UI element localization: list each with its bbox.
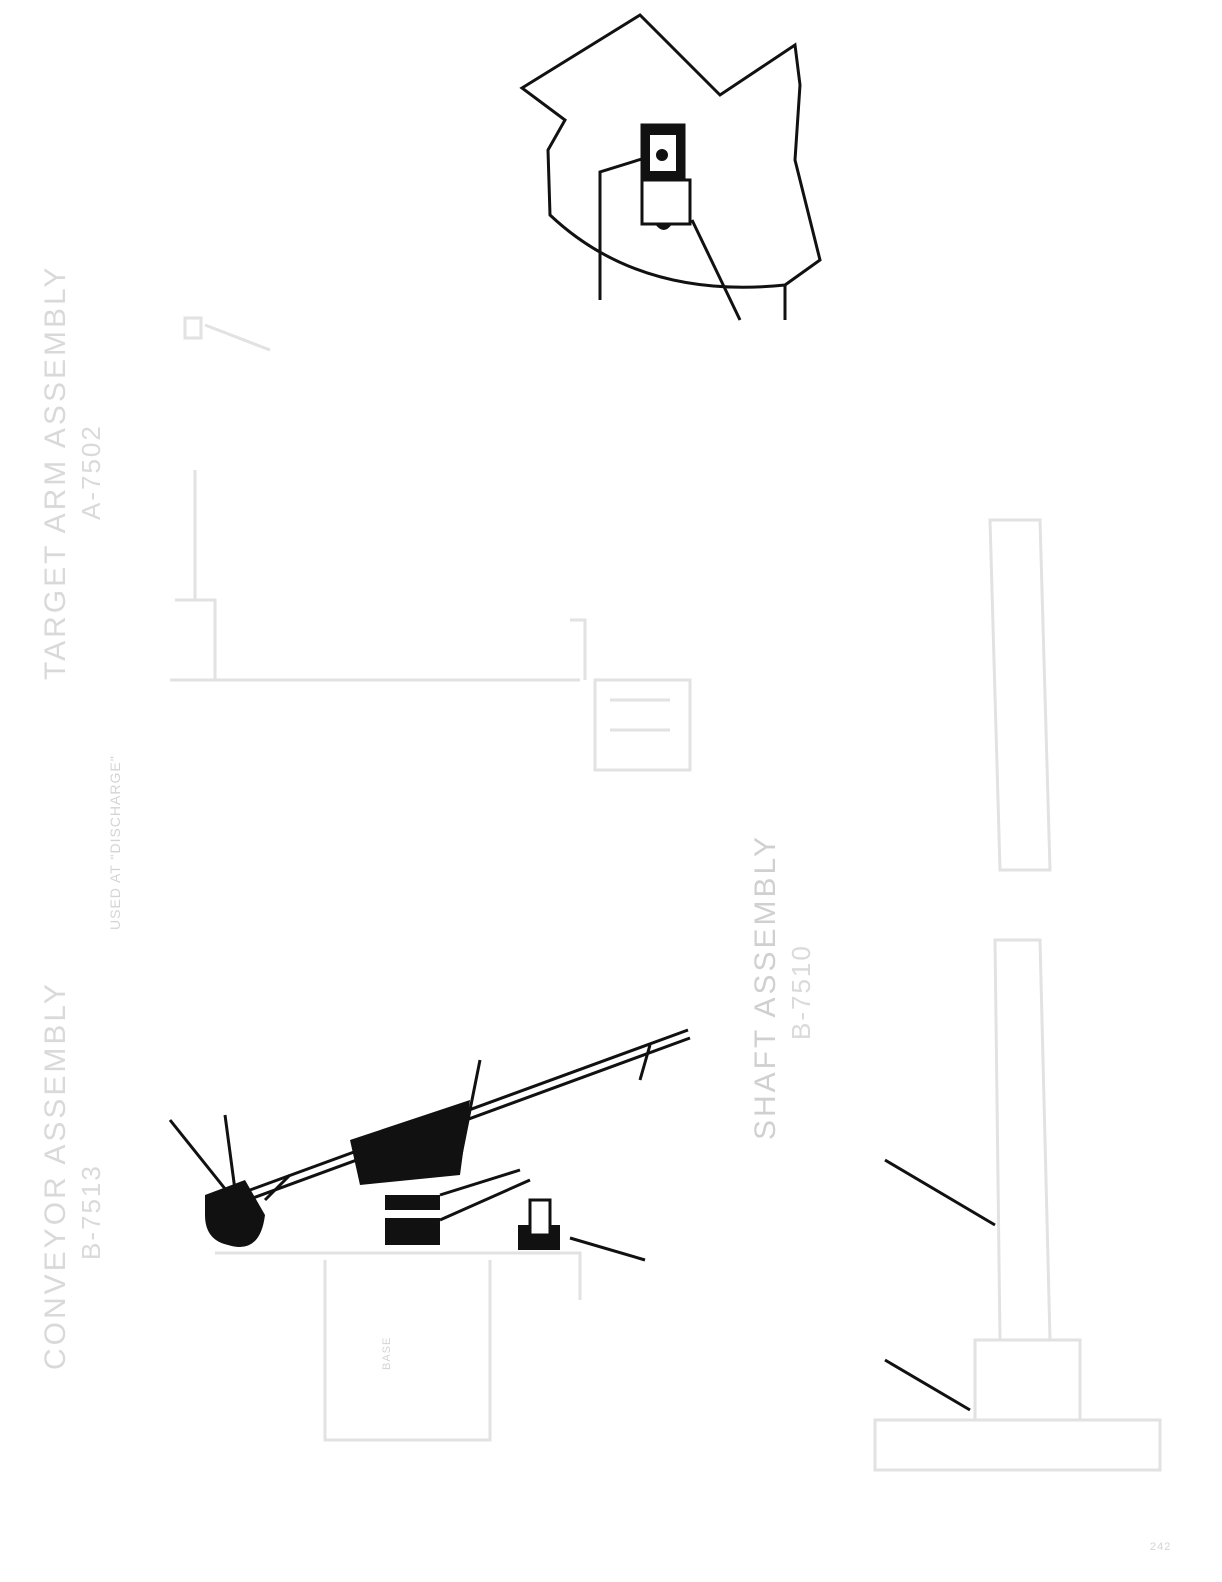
title-shaft: SHAFT ASSEMBLY: [749, 834, 782, 1140]
used-at-note: USED AT "DISCHARGE": [107, 755, 123, 930]
page-number: 242: [1150, 1541, 1171, 1553]
shaft-drawing: [873, 518, 1162, 1472]
title-shaft-number: B-7510: [786, 944, 816, 1040]
title-conveyor: CONVEYOR ASSEMBLY: [39, 981, 72, 1370]
base-label: BASE: [381, 1337, 393, 1370]
title-conveyor-number: B-7513: [76, 1164, 106, 1260]
title-target-arm-number: A-7502: [76, 424, 106, 520]
target-piece-drawing: [519, 13, 822, 321]
target-arm-drawing: [170, 316, 692, 772]
title-target-arm: TARGET ARM ASSEMBLY: [39, 265, 72, 680]
conveyor-drawing: BASE: [168, 1028, 691, 1442]
